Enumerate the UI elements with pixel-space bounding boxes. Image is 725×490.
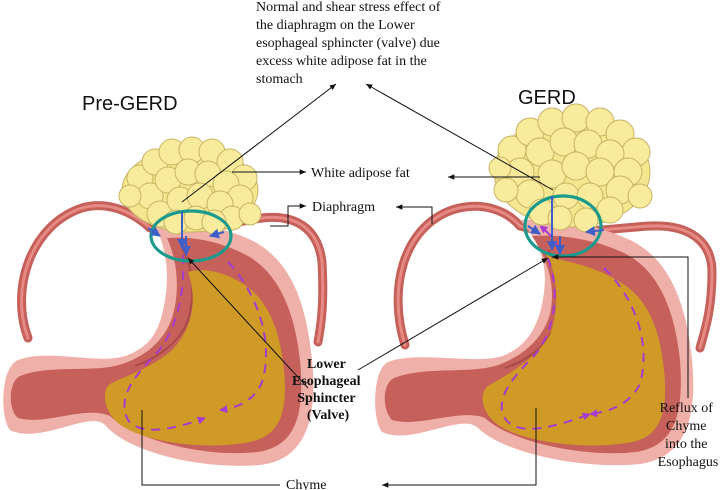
chyme-right — [482, 248, 666, 446]
chyme-label: Chyme — [286, 478, 326, 490]
annotation-arrows — [141, 83, 689, 488]
flow-arrow-right-b — [589, 267, 645, 418]
white-adipose-fat-label: White adipose fat — [311, 166, 410, 181]
flow-arrow-right-a — [500, 257, 591, 430]
flow-arrow-left-a — [123, 254, 206, 431]
white-adipose-fat-right — [488, 103, 653, 233]
gerd-panel — [375, 103, 717, 466]
diaphragm-label: Diaphragm — [312, 200, 375, 215]
flow-arrow-left-b — [219, 261, 267, 414]
pre-gerd-panel — [3, 136, 328, 466]
reflux-label: Reflux of Chyme into the Esophagus — [658, 401, 719, 470]
stress-annotation: Normal and shear stress effect of the di… — [256, 0, 444, 87]
white-adipose-fat-left — [118, 136, 262, 235]
pre-gerd-title: Pre-GERD — [82, 93, 178, 115]
les-label: Lower Esophageal Sphincter (Valve) — [292, 357, 364, 423]
les-ring-right — [523, 194, 603, 258]
gerd-title: GERD — [518, 87, 576, 109]
